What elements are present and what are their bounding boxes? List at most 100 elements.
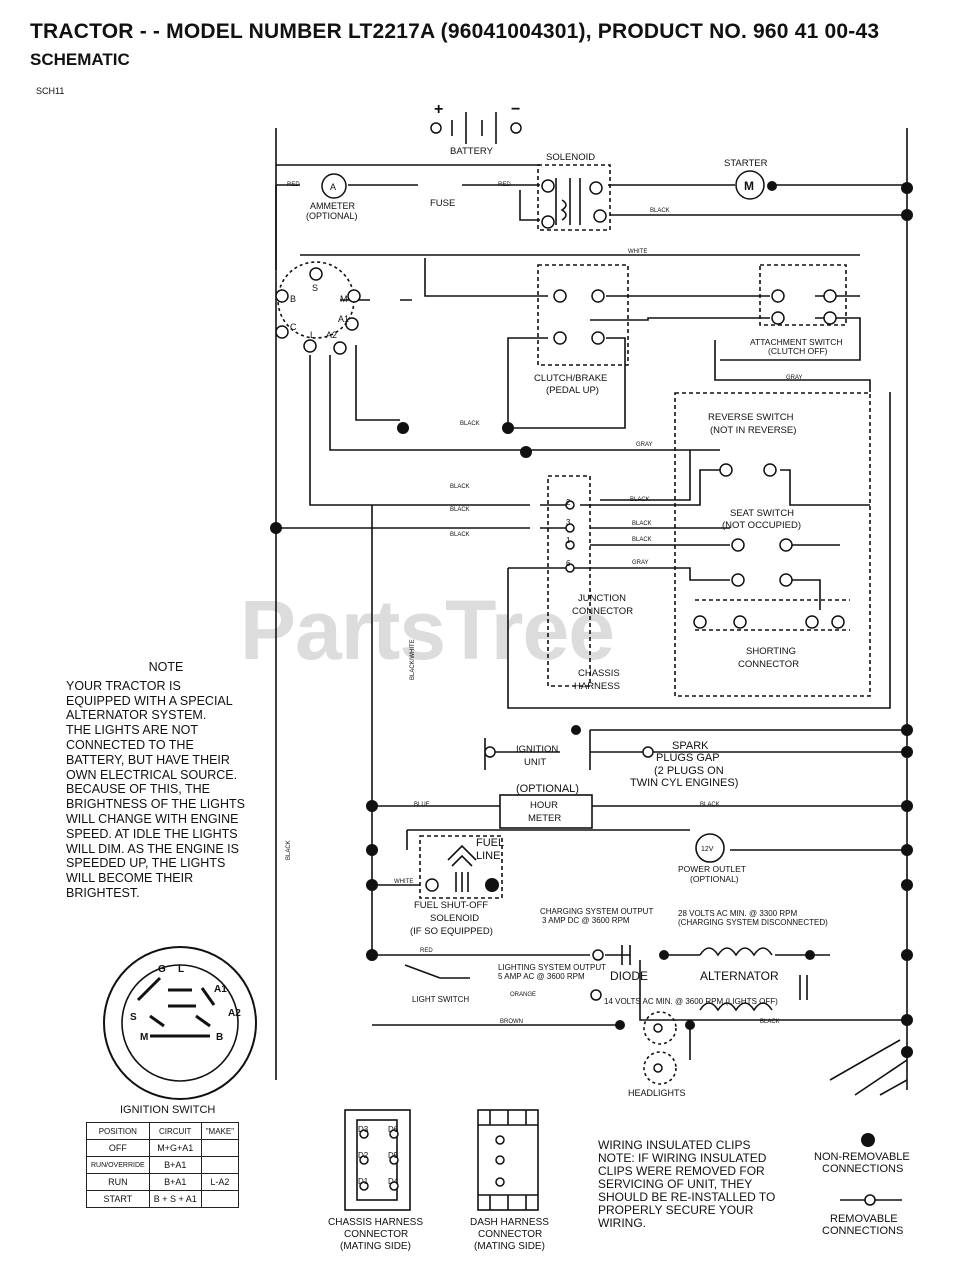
non-removable-label: NON-REMOVABLE xyxy=(814,1151,910,1163)
solenoid-label: SOLENOID xyxy=(546,152,595,163)
wire-ignition-unit xyxy=(484,729,907,770)
terminal xyxy=(771,311,785,325)
lighting-output-label: 5 AMP AC @ 3600 RPM xyxy=(498,972,585,981)
wiring-note: CLIPS WERE REMOVED FOR xyxy=(598,1164,765,1178)
wire-label: GRAY xyxy=(636,442,653,448)
table-cell xyxy=(200,1139,240,1157)
solenoid-coil xyxy=(555,178,581,225)
seat-switch-label: SEAT SWITCH xyxy=(730,508,794,519)
page-title: TRACTOR - - MODEL NUMBER LT2217A (960410… xyxy=(30,20,880,43)
terminal xyxy=(805,615,819,629)
table-cell: OFF xyxy=(86,1139,150,1157)
fuel-solenoid-label: (IF SO EQUIPPED) xyxy=(410,926,493,937)
light-switch-lever xyxy=(404,964,470,979)
table-header-row: POSITION CIRCUIT "MAKE" xyxy=(86,1122,240,1140)
ignition-switch-contacts xyxy=(136,976,216,1038)
switch-terminal-m: M xyxy=(340,294,348,304)
chassis-connector-label: CONNECTOR xyxy=(344,1229,408,1240)
spark-plugs-label: PLUGS GAP xyxy=(656,752,720,764)
alternator-note: NOTE YOUR TRACTOR IS EQUIPPED WITH A SPE… xyxy=(66,660,266,901)
chassis-connector-label: (MATING SIDE) xyxy=(340,1241,411,1252)
shorting-connector-label: CONNECTOR xyxy=(738,659,799,670)
junction-dot xyxy=(366,844,378,856)
chassis-pin: D3 xyxy=(358,1125,369,1134)
alternator-label: ALTERNATOR xyxy=(700,969,779,983)
table-cell: RUN xyxy=(86,1173,150,1191)
wire-clutch-loop xyxy=(507,337,626,429)
non-removable-label: CONNECTIONS xyxy=(822,1163,903,1175)
terminal xyxy=(425,878,439,892)
chassis-connector-label: CHASSIS HARNESS xyxy=(328,1217,423,1228)
wire-shorting xyxy=(508,567,821,610)
terminal xyxy=(359,1129,369,1139)
wire-clutch-top xyxy=(424,258,860,297)
wiring-note: WIRING INSULATED CLIPS xyxy=(598,1138,750,1152)
light-switch-label: LIGHT SWITCH xyxy=(412,995,469,1004)
wiring-note: SERVICING OF UNIT, THEY xyxy=(598,1177,752,1191)
terminal xyxy=(345,317,359,331)
terminal xyxy=(389,1181,399,1191)
table-row: START B + S + A1 xyxy=(86,1190,240,1208)
chassis-harness-label: HARNESS xyxy=(574,681,620,692)
junction-dot xyxy=(901,1014,913,1026)
wire-chassis-loop xyxy=(507,392,891,709)
terminal xyxy=(541,215,555,229)
table-cell xyxy=(200,1156,240,1174)
ignition-terminal-m: M xyxy=(140,1032,148,1043)
alternator-coil xyxy=(699,947,773,957)
battery-cells xyxy=(451,112,497,144)
ammeter-symbol-text: A xyxy=(330,182,336,192)
chassis-pin: D6 xyxy=(388,1125,399,1134)
spark-plugs-label: TWIN CYL ENGINES) xyxy=(630,777,738,789)
shorting-connector-label: SHORTING xyxy=(746,646,796,657)
terminal xyxy=(642,746,654,758)
terminal xyxy=(653,1023,663,1033)
starter-symbol xyxy=(735,170,765,200)
wire-label: BLACK xyxy=(630,497,650,503)
charging-output-label: 3 AMP DC @ 3600 RPM xyxy=(542,916,630,925)
chassis-pin: D5 xyxy=(388,1151,399,1160)
ignition-terminal-b: B xyxy=(216,1032,223,1043)
terminal xyxy=(275,325,289,339)
table-row: RUN/OVERRIDE B+A1 xyxy=(86,1156,240,1174)
table-header: POSITION xyxy=(86,1122,150,1140)
wire-seat xyxy=(590,527,840,546)
dash-connector-label: (MATING SIDE) xyxy=(474,1241,545,1252)
wire-label: BLACK xyxy=(450,507,470,513)
switch-terminal-b: B xyxy=(290,294,296,304)
note-line: SPEEDED UP, THE LIGHTS xyxy=(66,856,226,871)
terminal xyxy=(591,289,605,303)
terminal xyxy=(731,573,745,587)
power-outlet-symbol xyxy=(695,833,725,863)
switch-terminal-s: S xyxy=(312,283,318,293)
junction-dot xyxy=(659,950,669,960)
terminal xyxy=(565,500,575,510)
junction-dot xyxy=(901,1046,913,1058)
wire-label: BLACK xyxy=(286,840,292,860)
terminal xyxy=(693,615,707,629)
fuel-solenoid-box xyxy=(419,835,503,899)
clutch-brake-label: CLUTCH/BRAKE xyxy=(534,373,607,384)
diode-label: DIODE xyxy=(610,969,648,983)
junction-dot xyxy=(520,446,532,458)
terminal xyxy=(565,540,575,550)
terminal xyxy=(590,989,602,1001)
chassis-harness-label: CHASSIS xyxy=(578,668,620,679)
junction-dot xyxy=(901,746,913,758)
wire-label: BLACK xyxy=(650,208,670,214)
terminal xyxy=(553,289,567,303)
table-header: "MAKE" xyxy=(200,1122,240,1140)
clutch-brake-sub: (PEDAL UP) xyxy=(546,385,599,396)
chassis-pin: D4 xyxy=(388,1177,399,1186)
headlight xyxy=(643,1011,677,1045)
note-line: OWN ELECTRICAL SOURCE. xyxy=(66,767,238,782)
power-outlet-label: (OPTIONAL) xyxy=(690,874,739,884)
note-line: EQUIPPED WITH A SPECIAL xyxy=(66,693,233,708)
junction-dot xyxy=(571,725,581,735)
note-line: WILL BECOME THEIR xyxy=(66,871,194,886)
ignition-switch-table: POSITION CIRCUIT "MAKE" OFF M+G+A1 RUN/O… xyxy=(86,1122,240,1208)
ignition-switch-inner xyxy=(121,964,239,1082)
ammeter-label: AMMETER xyxy=(310,201,356,211)
wire-label: BLACK xyxy=(760,1019,780,1025)
terminal xyxy=(333,341,347,355)
